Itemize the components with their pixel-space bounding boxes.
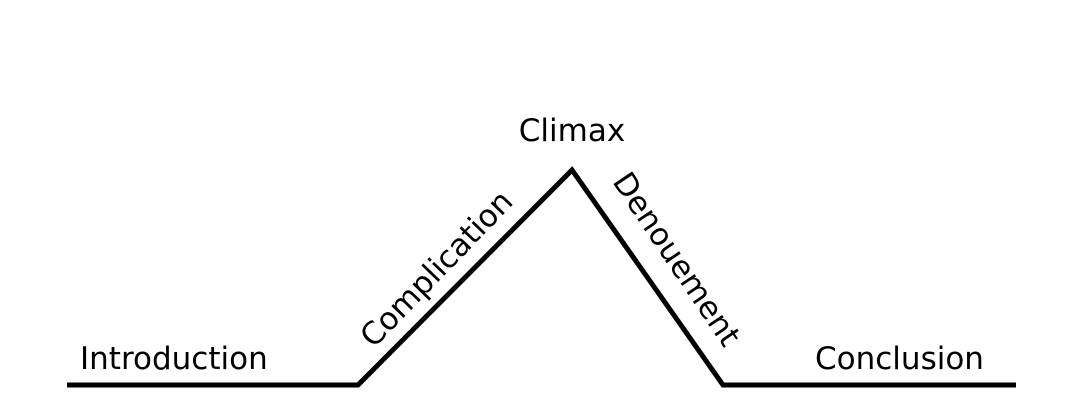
climax-label: Climax: [519, 113, 625, 149]
complication-label: Complication: [353, 183, 520, 354]
plot-arc-line: [67, 166, 1016, 388]
introduction-label: Introduction: [80, 341, 268, 377]
denouement-label: Denouement: [605, 166, 747, 353]
conclusion-label: Conclusion: [815, 341, 984, 377]
